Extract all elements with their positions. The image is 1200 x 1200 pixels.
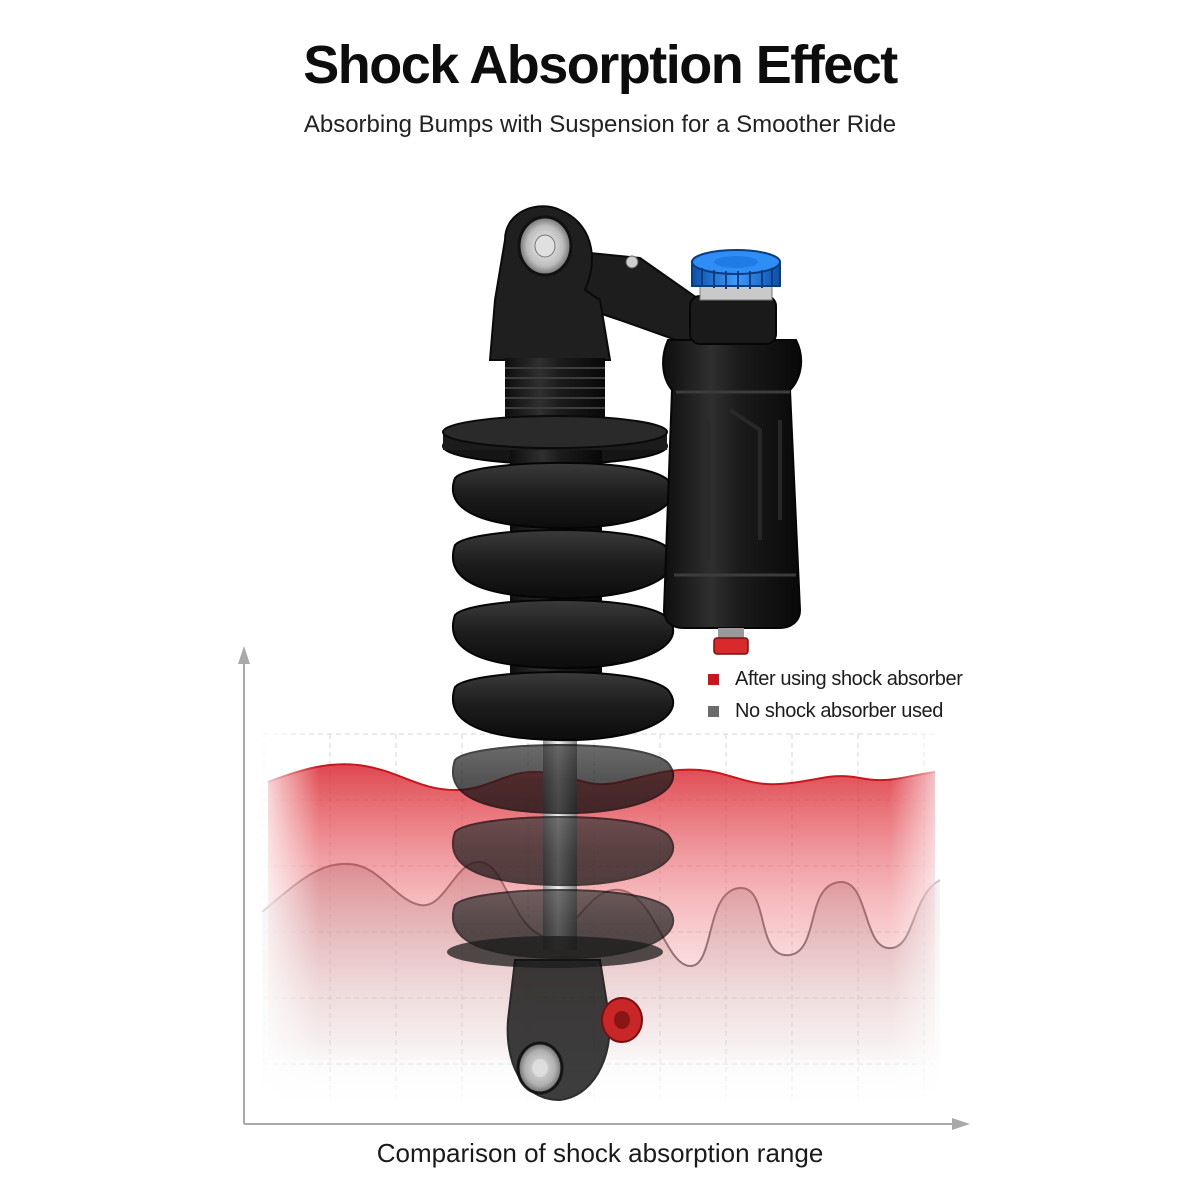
legend-item-without: No shock absorber used <box>708 696 1008 726</box>
page-title: Shock Absorption Effect <box>303 35 898 95</box>
legend-swatch-red <box>708 673 719 685</box>
legend-item-after: After using shock absorber <box>708 664 1008 694</box>
page-subtitle: Absorbing Bumps with Suspension for a Sm… <box>303 111 897 138</box>
chart-axes <box>238 646 970 1130</box>
legend-label-after: After using shock absorber <box>735 667 963 690</box>
compression-dial <box>691 249 781 301</box>
reservoir <box>662 339 803 629</box>
coil-spring <box>451 461 675 960</box>
legend-swatch-grey <box>708 705 719 717</box>
x-axis-arrow-icon <box>952 1118 970 1130</box>
rebound-knob <box>601 997 643 1043</box>
y-axis-arrow-icon <box>238 646 250 664</box>
valve-cap <box>713 628 749 655</box>
chart-caption: Comparison of shock absorption range <box>376 1138 824 1168</box>
legend-label-without: No shock absorber used <box>735 699 943 722</box>
chart-legend: After using shock absorber No shock abso… <box>708 664 1008 728</box>
rear-shock-absorber-icon <box>442 205 803 1102</box>
